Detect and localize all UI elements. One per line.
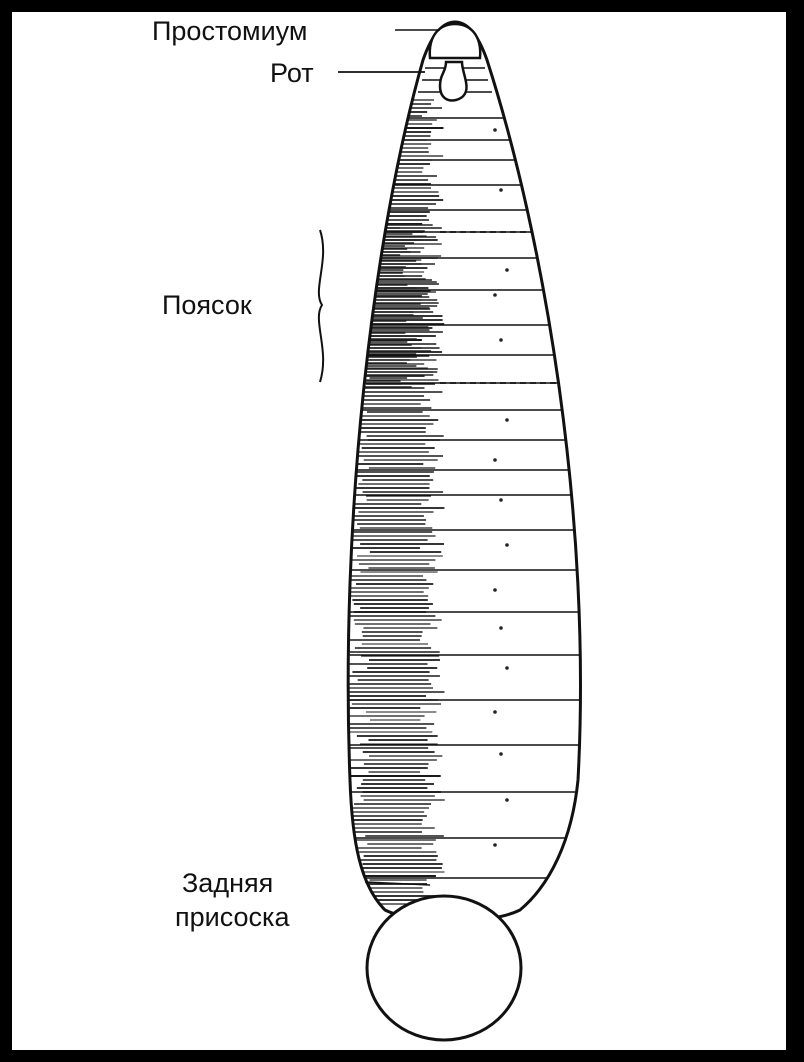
segment-dot bbox=[499, 338, 503, 342]
posterior-sucker-shape bbox=[367, 896, 521, 1040]
mouth-shape bbox=[440, 62, 467, 100]
segment-dot bbox=[493, 128, 497, 132]
clitellum-bracket bbox=[319, 230, 323, 382]
segment-dot bbox=[493, 710, 497, 714]
segment-dot bbox=[505, 543, 509, 547]
segment-dot bbox=[505, 666, 509, 670]
prostomium-shape bbox=[430, 24, 480, 58]
segment-dot bbox=[493, 588, 497, 592]
leech-diagram bbox=[12, 12, 786, 1050]
segment-dot bbox=[493, 458, 497, 462]
segment-dot bbox=[505, 798, 509, 802]
diagram-panel: Простомиум Рот Поясок Задняя присоска bbox=[12, 12, 786, 1050]
mouth-label: Рот bbox=[270, 60, 314, 87]
clitellum-label: Поясок bbox=[162, 292, 252, 319]
segment-dot bbox=[499, 498, 503, 502]
segment-dot bbox=[493, 843, 497, 847]
segment-dot bbox=[493, 293, 497, 297]
posterior-sucker-label-line1: Задняя bbox=[182, 870, 273, 897]
segment-dot bbox=[499, 188, 503, 192]
prostomium-label: Простомиум bbox=[152, 18, 307, 45]
segment-dot bbox=[505, 268, 509, 272]
segment-dot bbox=[505, 418, 509, 422]
posterior-sucker-label-line2: присоска bbox=[175, 904, 289, 931]
segment-dot bbox=[499, 752, 503, 756]
segment-dot bbox=[499, 626, 503, 630]
